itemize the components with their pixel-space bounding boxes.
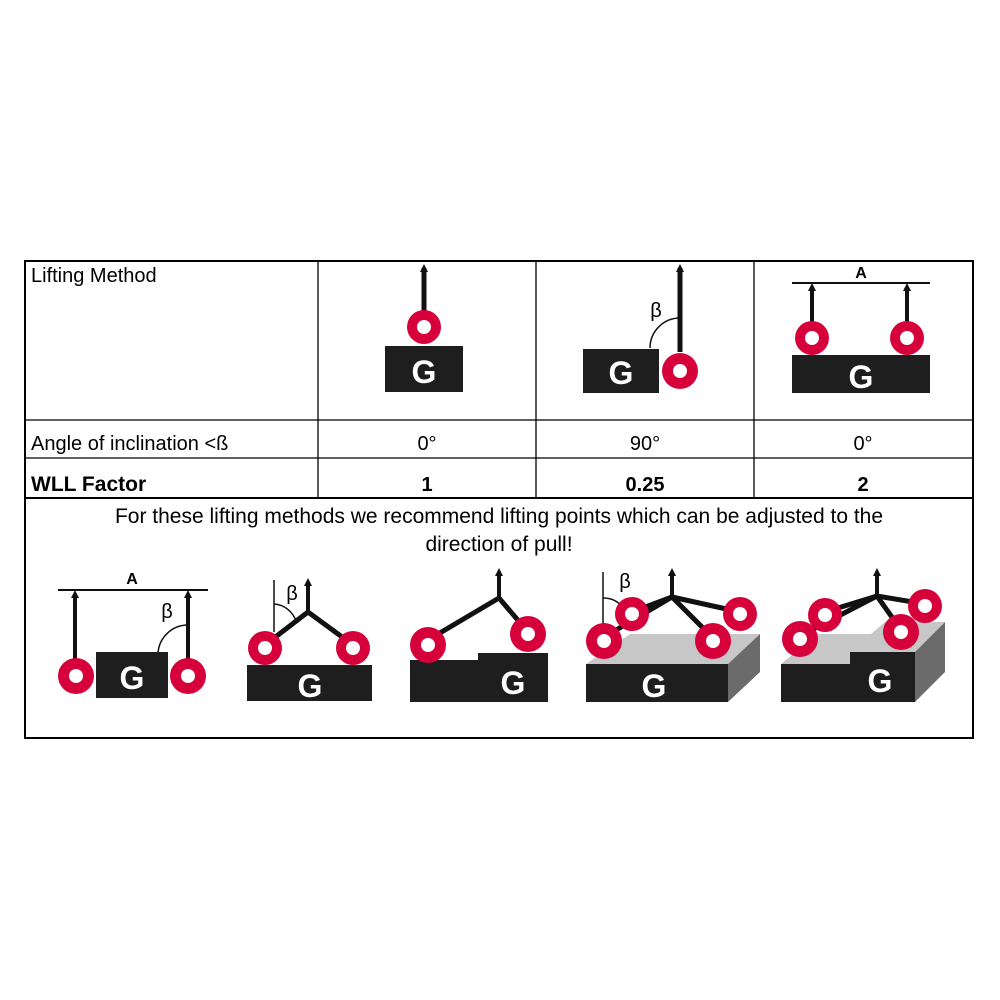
load-block bbox=[247, 665, 372, 701]
lifting-point-icon bbox=[58, 658, 94, 694]
row-label-angle: Angle of inclination <ß bbox=[31, 433, 228, 455]
lifting-point-icon bbox=[723, 597, 757, 631]
diagram-vertical-lift: G bbox=[385, 264, 463, 392]
spreader-label: A bbox=[855, 265, 867, 282]
beta-angle-label: β bbox=[161, 601, 173, 623]
lifting-point-icon bbox=[410, 627, 446, 663]
angle-value-3: 0° bbox=[853, 433, 872, 455]
diagram-four-leg-plate: G β bbox=[586, 568, 760, 704]
wll-value-1: 1 bbox=[421, 474, 432, 496]
load-block bbox=[410, 653, 548, 702]
diagram-two-point-spreader: A G bbox=[792, 265, 930, 395]
angle-value-2: 90° bbox=[630, 433, 660, 455]
recommendation-line-2: direction of pull! bbox=[425, 533, 572, 556]
beta-angle-label: β bbox=[650, 300, 662, 322]
load-block bbox=[583, 349, 659, 393]
load-block bbox=[586, 664, 728, 702]
load-label: G bbox=[642, 668, 667, 704]
load-label: G bbox=[298, 668, 323, 704]
recommendation-line-1: For these lifting methods we recommend l… bbox=[115, 505, 883, 528]
lifting-point-icon bbox=[695, 623, 731, 659]
lifting-point-icon bbox=[615, 597, 649, 631]
lifting-point-icon bbox=[248, 631, 282, 665]
load-label: G bbox=[120, 660, 145, 696]
wll-value-2: 0.25 bbox=[626, 474, 665, 496]
lifting-point-icon bbox=[407, 310, 441, 344]
lifting-point-icon bbox=[170, 658, 206, 694]
spreader-label: A bbox=[126, 571, 138, 588]
lifting-point-icon bbox=[795, 321, 829, 355]
beta-angle-label: β bbox=[286, 583, 298, 605]
beta-angle-label: β bbox=[619, 571, 631, 593]
diagram-side-lift: β G bbox=[583, 264, 698, 393]
lifting-point-icon bbox=[883, 614, 919, 650]
lifting-point-icon bbox=[510, 616, 546, 652]
load-label: G bbox=[609, 355, 634, 391]
load-label: G bbox=[849, 359, 874, 395]
lifting-point-icon bbox=[336, 631, 370, 665]
load-label: G bbox=[501, 665, 526, 701]
lifting-point-icon bbox=[890, 321, 924, 355]
diagram-four-leg-stepped-plate: G bbox=[781, 568, 945, 702]
lifting-point-icon bbox=[586, 623, 622, 659]
row-label-lifting-method: Lifting Method bbox=[31, 265, 157, 287]
load-block bbox=[781, 652, 915, 702]
load-label: G bbox=[868, 663, 893, 699]
angle-value-1: 0° bbox=[417, 433, 436, 455]
load-block bbox=[792, 355, 930, 393]
lifting-point-icon bbox=[808, 598, 842, 632]
lifting-point-icon bbox=[662, 353, 698, 389]
diagram-stepped-load: G bbox=[410, 568, 548, 702]
lifting-point-icon bbox=[908, 589, 942, 623]
row-label-wll-factor: WLL Factor bbox=[31, 473, 146, 496]
wll-value-3: 2 bbox=[857, 474, 868, 496]
load-label: G bbox=[412, 354, 437, 390]
table-grid bbox=[24, 260, 974, 739]
lifting-point-icon bbox=[782, 621, 818, 657]
diagram-side-points-spreader: A β G bbox=[58, 571, 208, 698]
load-block bbox=[96, 652, 168, 698]
load-block bbox=[385, 346, 463, 392]
diagram-two-leg-sling: β G bbox=[247, 578, 372, 704]
